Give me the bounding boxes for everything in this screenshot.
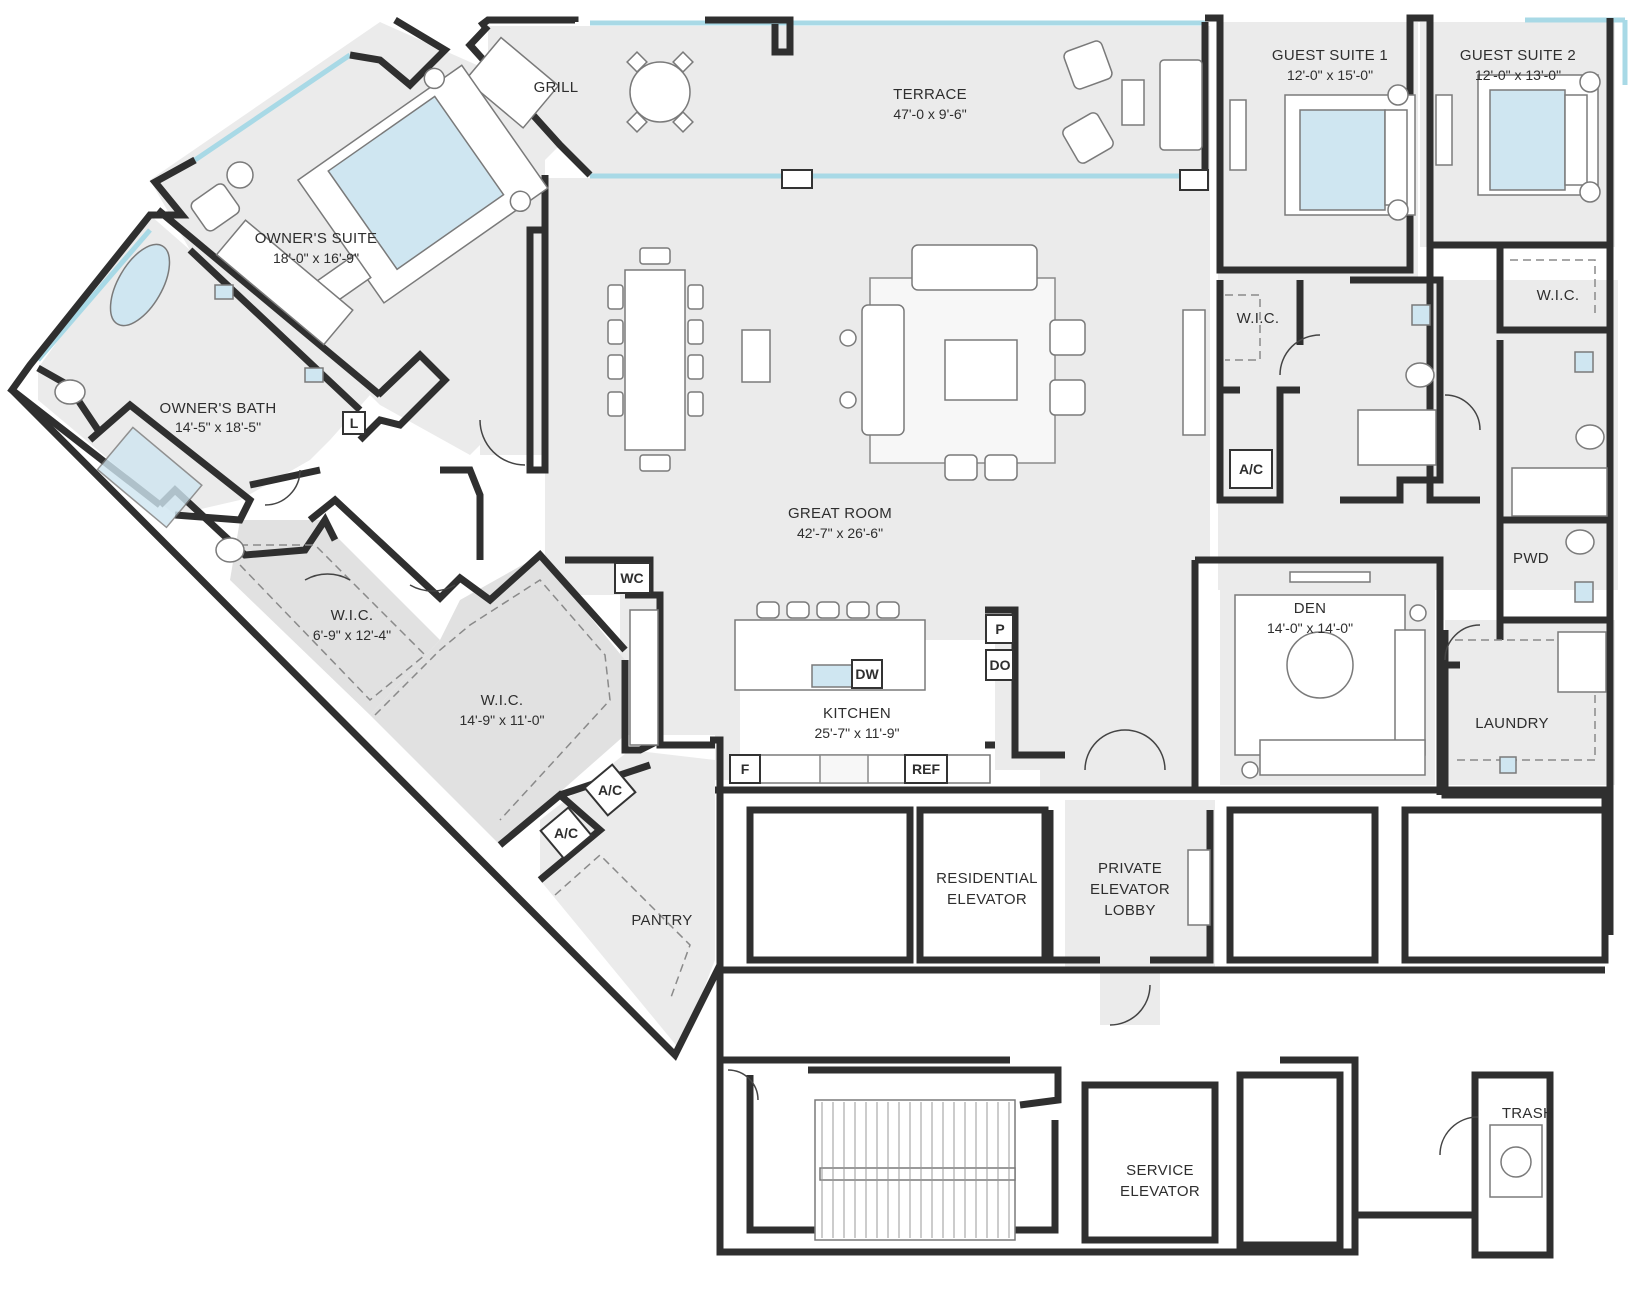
equipment-tags xyxy=(342,411,1273,860)
tag-labels: WC P DO DW F REF A/C L A/C A/C xyxy=(350,415,1263,841)
guest-suite-1-dims: 12'-0" x 15'-0" xyxy=(1287,67,1373,83)
kitchen-label: KITCHEN xyxy=(823,705,891,722)
wic-large-label: W.I.C. xyxy=(481,692,524,709)
guest-suite-2-dims: 12'-0" x 13'-0" xyxy=(1475,67,1561,83)
closet-dashes xyxy=(239,259,1596,1001)
stair-treads xyxy=(821,1102,1010,1238)
terrace-dims: 47'-0 x 9'-6" xyxy=(893,106,966,122)
ref-tag: REF xyxy=(912,761,940,777)
pantry-p-tag: P xyxy=(995,621,1004,637)
den-label: DEN xyxy=(1294,600,1327,617)
wic-guest2-label: W.I.C. xyxy=(1537,287,1580,304)
doors xyxy=(264,334,1481,1156)
stairs xyxy=(814,1099,1016,1241)
guest-suite-1-label: GUEST SUITE 1 xyxy=(1272,47,1388,64)
wc-tag: WC xyxy=(620,570,643,586)
terrace-label: TERRACE xyxy=(893,86,967,103)
ac-pantry-1-tag: A/C xyxy=(598,782,622,798)
wic-large-dims: 14'-9" x 11'-0" xyxy=(459,712,544,728)
owners-suite-dims: 18'-0" x 16'-9" xyxy=(273,250,359,266)
private-elevator-lobby-line3: LOBBY xyxy=(1104,902,1156,919)
owners-bath-dims: 14'-5" x 18'-5" xyxy=(175,419,261,435)
ac-guest-tag: A/C xyxy=(1239,461,1263,477)
trash-label: TRASH xyxy=(1502,1105,1554,1122)
den-dims: 14'-0" x 14'-0" xyxy=(1267,620,1353,636)
owners-suite-label: OWNER'S SUITE xyxy=(255,230,378,247)
fridge-f-tag: F xyxy=(741,761,750,777)
pwd-label: PWD xyxy=(1513,550,1549,567)
private-elevator-lobby-line1: PRIVATE xyxy=(1098,860,1162,877)
owners-bath-label: OWNER'S BATH xyxy=(159,400,276,417)
ac-pantry-2-tag: A/C xyxy=(554,825,578,841)
grill-label: GRILL xyxy=(534,79,579,96)
do-tag: DO xyxy=(990,657,1011,673)
guest-suite-2-label: GUEST SUITE 2 xyxy=(1460,47,1576,64)
private-elevator-lobby-line2: ELEVATOR xyxy=(1090,881,1170,898)
laundry-label: LAUNDRY xyxy=(1475,715,1549,732)
room-labels: TERRACE 47'-0 x 9'-6" GRILL OWNER'S SUIT… xyxy=(159,47,1579,1200)
wic-guest1-label: W.I.C. xyxy=(1237,310,1280,327)
walls xyxy=(7,14,1614,1259)
service-elevator-line1: SERVICE xyxy=(1126,1162,1194,1179)
kitchen-dims: 25'-7" x 11'-9" xyxy=(814,725,899,741)
service-elevator-line2: ELEVATOR xyxy=(1120,1183,1200,1200)
furniture xyxy=(54,36,1608,1241)
wic-small-dims: 6'-9" x 12'-4" xyxy=(313,627,391,643)
pantry-label: PANTRY xyxy=(631,912,692,929)
residential-elevator-line1: RESIDENTIAL xyxy=(936,870,1038,887)
residential-elevator-line2: ELEVATOR xyxy=(947,891,1027,908)
dw-tag: DW xyxy=(855,666,879,682)
great-room-dims: 42'-7" x 26'-6" xyxy=(797,525,883,541)
linen-l-tag: L xyxy=(350,415,359,431)
great-room-label: GREAT ROOM xyxy=(788,505,892,522)
wic-small-label: W.I.C. xyxy=(331,607,374,624)
